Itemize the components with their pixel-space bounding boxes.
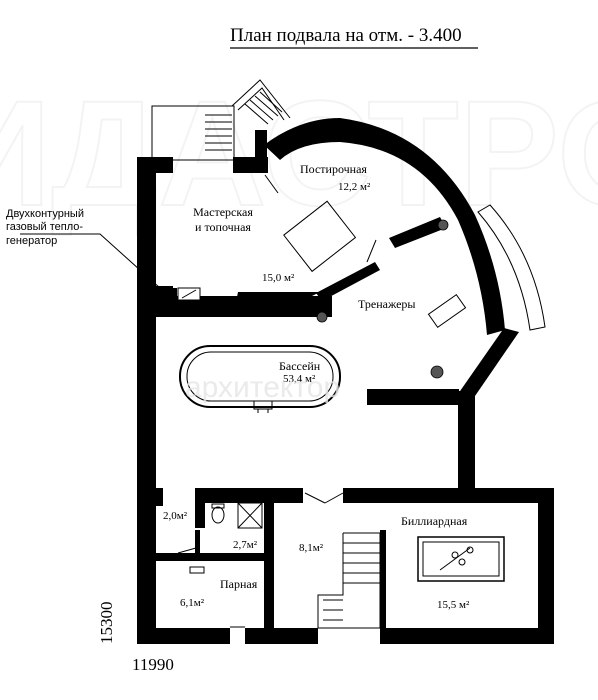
- watermark-word: архитектор: [185, 371, 341, 404]
- room-pool-area: 53,4 м²: [283, 373, 316, 385]
- room-sauna-area: 6,1м²: [180, 597, 205, 609]
- room-billiard-area: 15,5 м²: [437, 599, 470, 611]
- walls: [137, 118, 554, 644]
- room-laundry-label: Постирочная: [300, 162, 367, 176]
- room-wc2-area: 2,7м²: [233, 539, 258, 551]
- room-pool-label: Бассейн: [279, 359, 321, 373]
- boiler: [20, 233, 201, 301]
- room-workshop-area: 15,0 м²: [262, 272, 295, 284]
- plan-title: План подвала на отм. - 3.400: [230, 25, 462, 46]
- room-hall-area: 8,1м²: [299, 542, 324, 554]
- boiler-note-line1: Двухконтурный: [6, 208, 84, 220]
- room-workshop-label-1: Мастерская: [193, 205, 253, 219]
- dimension-height: 15300: [97, 601, 116, 645]
- watermark-letters: МИДАСТРОЙ: [0, 68, 598, 237]
- room-gym-label: Тренажеры: [358, 297, 416, 311]
- boiler-note-line3: генератор: [6, 235, 58, 247]
- room-billiard-label: Биллиардная: [401, 514, 468, 528]
- room-laundry-area: 12,2 м²: [338, 181, 371, 193]
- boiler-note-line2: газовый тепло-: [6, 221, 84, 233]
- thin-lines: [138, 79, 552, 629]
- room-workshop-label-2: и топочная: [195, 220, 251, 234]
- room-wc1-area: 2,0м²: [163, 510, 188, 522]
- room-sauna-label: Парная: [220, 577, 258, 591]
- plant-icons: [316, 219, 449, 379]
- dimension-width: 11990: [132, 655, 174, 674]
